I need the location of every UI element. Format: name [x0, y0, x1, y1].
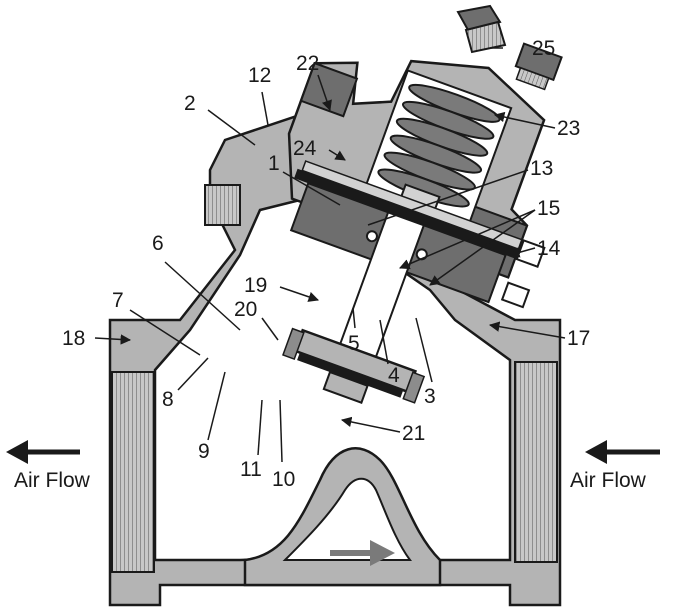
side-threaded-boss: [204, 184, 241, 226]
air-flow-right: Air Flow: [570, 440, 660, 492]
leader-17: [488, 321, 566, 339]
leader-2: [207, 109, 256, 146]
label-17: 17: [567, 327, 590, 350]
leader-21: [340, 416, 401, 433]
leader-8: [177, 357, 209, 391]
label-6: 6: [152, 232, 164, 255]
air-flow-right-label: Air Flow: [570, 469, 647, 492]
label-9: 9: [198, 440, 210, 463]
leader-15a: [399, 209, 536, 270]
label-19: 19: [244, 274, 267, 297]
label-20: 20: [234, 298, 257, 321]
disc-seal: [297, 352, 404, 398]
leader-24: [328, 149, 346, 161]
leader-10: [279, 399, 283, 463]
air-flow-left: Air Flow: [6, 440, 91, 492]
label-23: 23: [557, 117, 580, 140]
spring: [377, 83, 501, 208]
valve-seat-opening: [282, 477, 412, 561]
right-threaded-port: [514, 361, 558, 563]
label-3: 3: [424, 385, 436, 408]
leader-lines: [94, 47, 566, 463]
label-5: 5: [348, 332, 360, 355]
internal-flow-arrow: [330, 540, 395, 566]
disc-guide-left: [282, 327, 305, 361]
leader-4: [379, 319, 389, 365]
leader-7: [129, 309, 201, 356]
label-8: 8: [162, 388, 174, 411]
leader-13: [367, 169, 529, 226]
diaphragm: [294, 168, 524, 261]
body-bolt: [500, 281, 531, 309]
vent-plug-thread: [515, 66, 550, 91]
leader-14: [508, 247, 536, 258]
air-flow-right-arrowhead: [585, 440, 607, 464]
label-2: 2: [184, 92, 196, 115]
leader-1: [282, 171, 341, 206]
label-12: 12: [248, 64, 271, 87]
vent-plug-25: [456, 4, 507, 54]
leader-22: [317, 74, 332, 111]
label-18: 18: [62, 327, 85, 350]
label-14: 14: [537, 237, 561, 260]
leader-3: [415, 317, 433, 383]
leader-5: [352, 307, 356, 329]
leader-18: [94, 334, 132, 345]
label-10: 10: [272, 468, 295, 491]
label-21: 21: [402, 422, 425, 445]
air-flow-left-label: Air Flow: [14, 469, 91, 492]
air-flow-left-arrowhead: [6, 440, 28, 464]
label-24: 24: [293, 137, 317, 160]
leader-19: [279, 286, 319, 302]
part-labels: 1 2 3 4 5 6 7 8 9 10 11 12 13 14 15 17 1…: [62, 37, 590, 491]
leader-12: [261, 91, 269, 126]
label-1: 1: [268, 152, 280, 175]
disc-nut: [322, 370, 369, 404]
leader-9: [207, 371, 226, 441]
label-15: 15: [537, 197, 560, 220]
leader-23: [493, 111, 556, 129]
left-threaded-port: [111, 371, 155, 573]
disc-guide-right: [402, 371, 426, 404]
label-4: 4: [388, 364, 400, 387]
leader-6: [164, 261, 241, 331]
leader-15b: [429, 209, 536, 286]
leader-20: [261, 317, 279, 341]
label-11: 11: [240, 458, 262, 481]
stem-oring-left: [365, 230, 378, 243]
label-7: 7: [112, 289, 124, 312]
label-22: 22: [296, 52, 319, 75]
label-13: 13: [530, 157, 553, 180]
label-25: 25: [532, 37, 555, 60]
leader-11: [257, 399, 263, 456]
